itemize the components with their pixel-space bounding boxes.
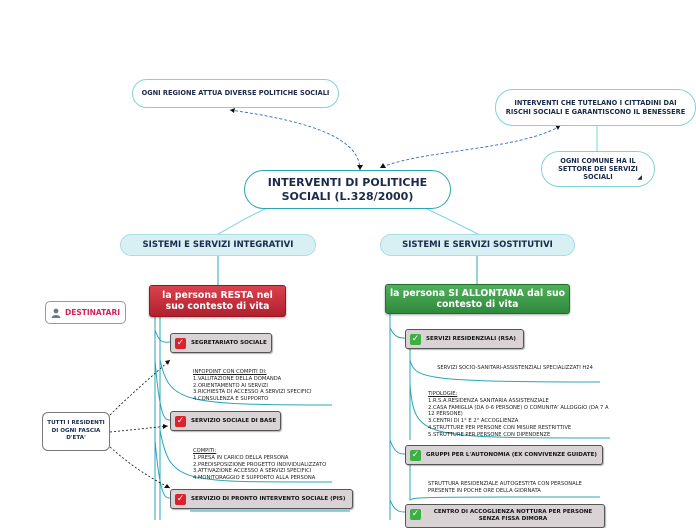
autogestita-note-text: STRUTTURA RESIDENZIALE AUTOGESTITA CON P… [428, 481, 582, 494]
infopoint-item: 4.CONSULENZA E SUPPORTO [193, 396, 269, 402]
service-gruppi-autonomia[interactable]: ✓ GRUPPI PER L'AUTONOMIA (EX CONVIVENZE … [405, 445, 603, 465]
check-icon: ✓ [175, 493, 186, 505]
compiti-item: 2.PREDISPOSIZIONE PROGETTO INDIVIDUALIZZ… [193, 461, 327, 468]
tipologie-item: 3.CENTRI DI 1° E 2° ACCOGLIENZA [428, 418, 519, 424]
leaves-node-line2: contesto di vita [436, 299, 519, 310]
branch-substitutive[interactable]: SISTEMI E SERVIZI SOSTITUTIVI [380, 234, 575, 256]
residents-text: TUTTI I RESIDENTI DI OGNI FASCIA D'ETA' [47, 420, 105, 442]
tipologie-item: 4.STRUTTURE PER PERSONE CON MISURE RESTR… [428, 424, 572, 431]
service-pis[interactable]: ✓ SERVIZIO DI PRONTO INTERVENTO SOCIALE … [170, 489, 353, 509]
regions-note[interactable]: OGNI REGIONE ATTUA DIVERSE POLITICHE SOC… [132, 79, 339, 108]
check-icon: ✓ [410, 333, 421, 345]
expand-corner-icon[interactable]: ◢ [637, 173, 642, 181]
service-accoglienza-label: CENTRO DI ACCOGLIENZA NOTTURA PER PERSON… [433, 508, 593, 522]
service-residenziali-label: SERVIZI RESIDENZIALI (RSA) [426, 336, 516, 342]
service-segretariato[interactable]: ✓ SEGRETARIATO SOCIALE [170, 333, 272, 353]
check-icon: ✓ [410, 449, 421, 461]
infopoint-note: INFOPOINT CON COMPITI DI: 1.VALUTAZIONE … [193, 369, 343, 403]
central-title-line1: INTERVENTI DI POLITICHE [267, 176, 428, 190]
compiti-item: 3.ATTIVAZIONE ACCESSO A SERVIZI SPECIFIC… [193, 468, 312, 475]
compiti-item: 4.MONITORAGGIO E SUPPORTO ALLA PERSONA [193, 475, 316, 481]
leaves-node-line1: la persona SI ALLONTANA dal suo [390, 287, 565, 299]
destinatari-tag[interactable]: DESTINATARI [45, 301, 126, 324]
service-segretariato-label: SEGRETARIATO SOCIALE [191, 340, 267, 346]
infopoint-head: INFOPOINT CON COMPITI DI: [193, 369, 267, 375]
check-icon: ✓ [175, 415, 186, 427]
service-sociale-base[interactable]: ✓ SERVIZIO SOCIALE DI BASE [170, 411, 281, 431]
municipality-note-text: OGNI COMUNE HA IL SETTORE DEI SERVIZI SO… [558, 156, 638, 182]
compiti-note: COMPITI: 1.PRESA IN CARICO DELLA PERSONA… [193, 448, 348, 482]
municipality-note[interactable]: OGNI COMUNE HA IL SETTORE DEI SERVIZI SO… [541, 151, 655, 187]
rsa-note-text: SERVIZI SOCIO-SANITARI-ASSISTENZIALI SPE… [437, 365, 593, 371]
service-residenziali[interactable]: ✓ SERVIZI RESIDENZIALI (RSA) [405, 329, 524, 349]
tipologie-item: 5.STRUTTURE PER PERSONE CON DIPENDENZE [428, 431, 551, 438]
service-accoglienza-notturna[interactable]: ✓ CENTRO DI ACCOGLIENZA NOTTURA PER PERS… [405, 504, 605, 528]
infopoint-item: 2.ORIENTAMENTO AI SERVIZI [193, 382, 268, 389]
person-icon [51, 308, 61, 318]
compiti-head: COMPITI: [193, 448, 217, 454]
branch-substitutive-label: SISTEMI E SERVIZI SOSTITUTIVI [402, 240, 553, 250]
autogestita-note: STRUTTURA RESIDENZIALE AUTOGESTITA CON P… [428, 481, 608, 495]
stays-node-line1: la persona RESTA nel [162, 289, 273, 301]
residents-box[interactable]: TUTTI I RESIDENTI DI OGNI FASCIA D'ETA' [42, 412, 110, 451]
destinatari-label: DESTINATARI [64, 308, 121, 317]
stays-in-context-node[interactable]: la persona RESTA nel suo contesto di vit… [149, 285, 286, 317]
tipologie-item: 2.CASA FAMIGLIA (DA 0-6 PERSONE) O COMUN… [428, 404, 609, 418]
check-icon: ✓ [175, 337, 186, 349]
protect-note[interactable]: INTERVENTI CHE TUTELANO I CITTADINI DAI … [495, 89, 696, 126]
compiti-item: 1.PRESA IN CARICO DELLA PERSONA [193, 454, 289, 461]
infopoint-item: 3.RICHIESTA DI ACCESSO A SERVIZI SPECIFI… [193, 389, 312, 396]
service-sociale-base-label: SERVIZIO SOCIALE DI BASE [191, 418, 277, 424]
service-pis-label: SERVIZIO DI PRONTO INTERVENTO SOCIALE (P… [191, 496, 346, 502]
service-gruppi-label: GRUPPI PER L'AUTONOMIA (EX CONVIVENZE GU… [426, 452, 597, 458]
central-topic[interactable]: INTERVENTI DI POLITICHE SOCIALI (L.328/2… [244, 170, 451, 209]
tipologie-item: 1.R.S.A.RESIDENZA SANITARIA ASSISTENZIAL… [428, 397, 549, 404]
protect-note-text: INTERVENTI CHE TUTELANO I CITTADINI DAI … [505, 99, 686, 116]
rsa-note: SERVIZI SOCIO-SANITARI-ASSISTENZIALI SPE… [425, 365, 605, 372]
check-icon: ✓ [410, 508, 421, 520]
infopoint-item: 1.VALUTAZIONE DELLA DOMANDA [193, 375, 282, 382]
branch-integrative-label: SISTEMI E SERVIZI INTEGRATIVI [142, 240, 294, 250]
central-title-line2: SOCIALI (L.328/2000) [281, 189, 414, 203]
branch-integrative[interactable]: SISTEMI E SERVIZI INTEGRATIVI [120, 234, 316, 256]
stays-node-line2: suo contesto di vita [165, 301, 270, 312]
tipologie-head: TIPOLOGIE: [428, 391, 458, 397]
leaves-context-node[interactable]: la persona SI ALLONTANA dal suo contesto… [385, 284, 570, 314]
tipologie-note: TIPOLOGIE: 1.R.S.A.RESIDENZA SANITARIA A… [428, 391, 613, 438]
regions-note-text: OGNI REGIONE ATTUA DIVERSE POLITICHE SOC… [141, 89, 330, 98]
